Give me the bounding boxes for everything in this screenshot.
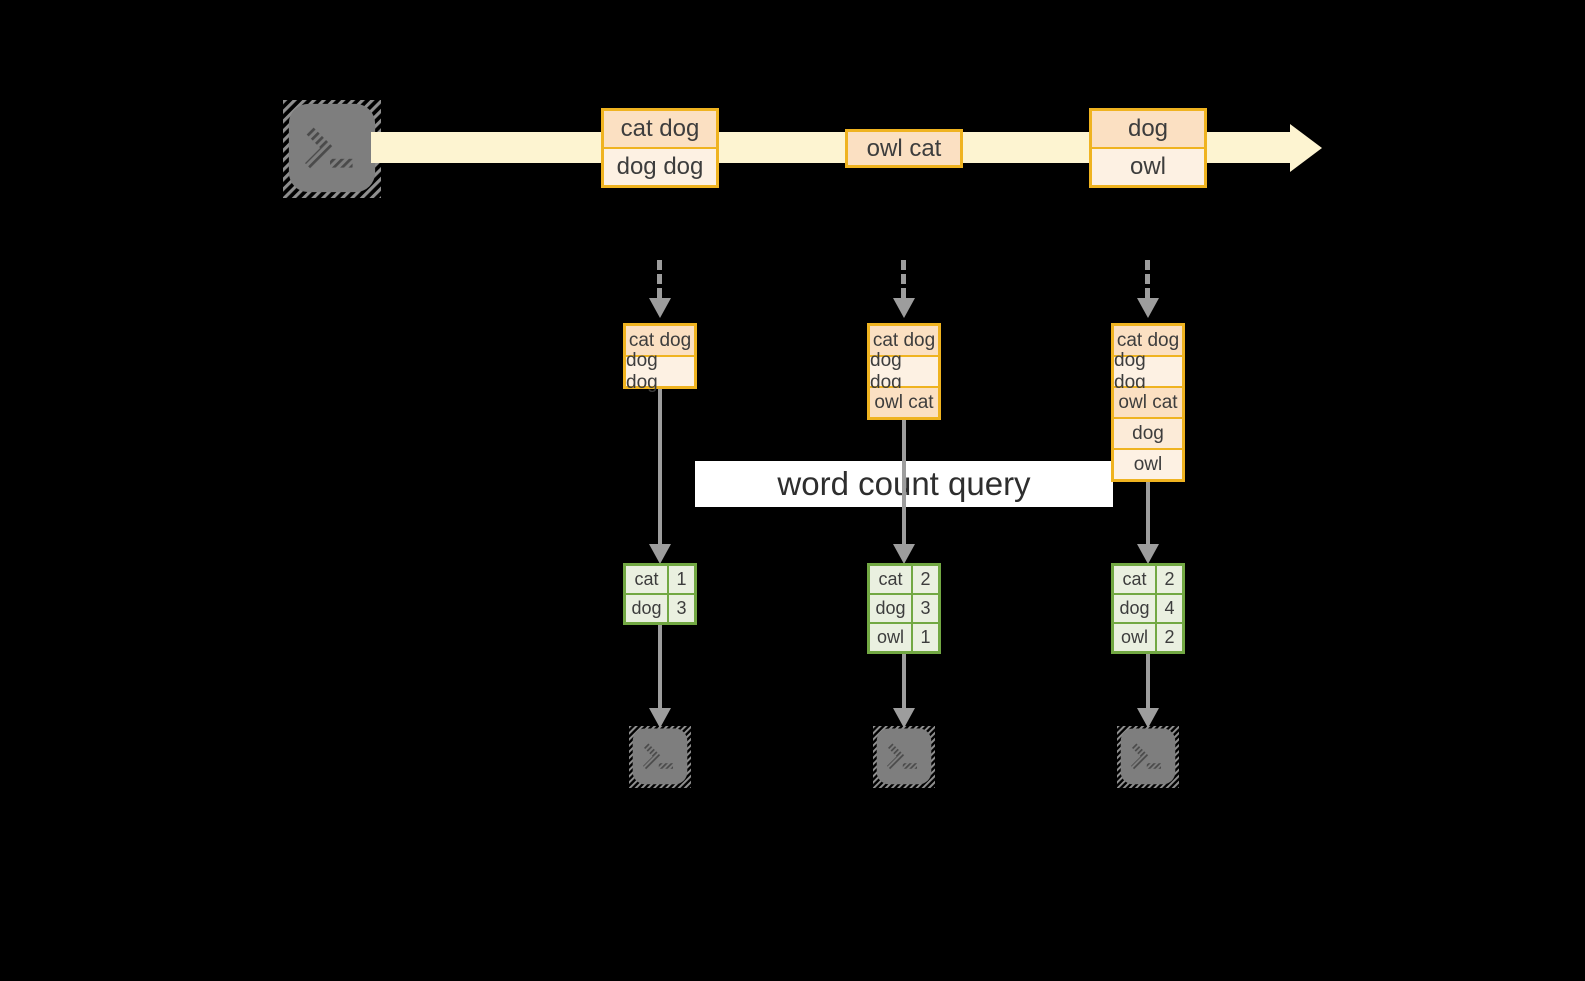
output-arrow-line-1 (658, 625, 662, 708)
stream-message-row: owl cat (848, 132, 960, 165)
dashed-arrow-line-2 (901, 260, 906, 298)
stream-message-box-1: cat dog dog dog (601, 108, 719, 188)
sink-terminal-icon-3 (1117, 726, 1179, 788)
word-cell: dog (1114, 595, 1155, 622)
word-cell: owl (1114, 624, 1155, 651)
output-arrowhead-1 (649, 708, 671, 728)
word-cell: cat (626, 566, 667, 593)
stack-row: cat dog (1114, 326, 1182, 355)
query-arrowhead-3 (1137, 544, 1159, 564)
word-cell: dog (870, 595, 911, 622)
output-arrowhead-2 (893, 708, 915, 728)
dashed-arrowhead-1 (649, 298, 671, 318)
count-table-3: cat 2 dog 4 owl 2 (1111, 563, 1185, 654)
query-arrowhead-1 (649, 544, 671, 564)
word-cell: cat (1114, 566, 1155, 593)
stack-row: cat dog (870, 326, 938, 355)
output-arrowhead-3 (1137, 708, 1159, 728)
count-table-1: cat 1 dog 3 (623, 563, 697, 625)
stack-row: dog dog (1114, 350, 1182, 393)
input-stack-1: cat dog dog dog (623, 323, 697, 393)
word-cell: dog (626, 595, 667, 622)
query-arrowhead-2 (893, 544, 915, 564)
count-cell: 1 (669, 566, 694, 593)
input-stack-2: cat dog dog dog owl cat (867, 323, 941, 420)
dashed-arrow-line-1 (657, 260, 662, 298)
stack-row: cat dog (626, 326, 694, 355)
stack-row: owl cat (870, 388, 938, 417)
count-cell: 3 (913, 595, 938, 622)
query-arrow-line-2 (902, 420, 906, 544)
stream-message-row: owl (1092, 149, 1204, 185)
stack-row: dog dog (870, 350, 938, 393)
sink-terminal-icon-2 (873, 726, 935, 788)
count-cell: 2 (913, 566, 938, 593)
stream-message-box-3: dog owl (1089, 108, 1207, 188)
dashed-arrowhead-2 (893, 298, 915, 318)
count-cell: 4 (1157, 595, 1182, 622)
stack-row: owl (1114, 450, 1182, 479)
stack-row: dog dog (626, 350, 694, 393)
stream-message-row: cat dog (604, 111, 716, 147)
producer-terminal-icon (282, 100, 382, 198)
input-stack-3: cat dog dog dog owl cat dog owl (1111, 323, 1185, 482)
stream-arrowhead (1290, 124, 1322, 172)
output-arrow-line-2 (902, 654, 906, 708)
stream-message-row: dog (1092, 111, 1204, 147)
sink-terminal-icon-1 (629, 726, 691, 788)
count-cell: 2 (1157, 624, 1182, 651)
count-cell: 2 (1157, 566, 1182, 593)
count-cell: 3 (669, 595, 694, 622)
stack-row: dog (1114, 419, 1182, 448)
stack-row: owl cat (1114, 388, 1182, 417)
dashed-arrow-line-3 (1145, 260, 1150, 298)
word-cell: cat (870, 566, 911, 593)
output-arrow-line-3 (1146, 654, 1150, 708)
dashed-arrowhead-3 (1137, 298, 1159, 318)
query-arrow-line-3 (1146, 482, 1150, 544)
stream-message-box-2: owl cat (845, 129, 963, 168)
count-table-2: cat 2 dog 3 owl 1 (867, 563, 941, 654)
word-cell: owl (870, 624, 911, 651)
count-cell: 1 (913, 624, 938, 651)
stream-message-row: dog dog (604, 149, 716, 185)
query-arrow-line-1 (658, 389, 662, 544)
